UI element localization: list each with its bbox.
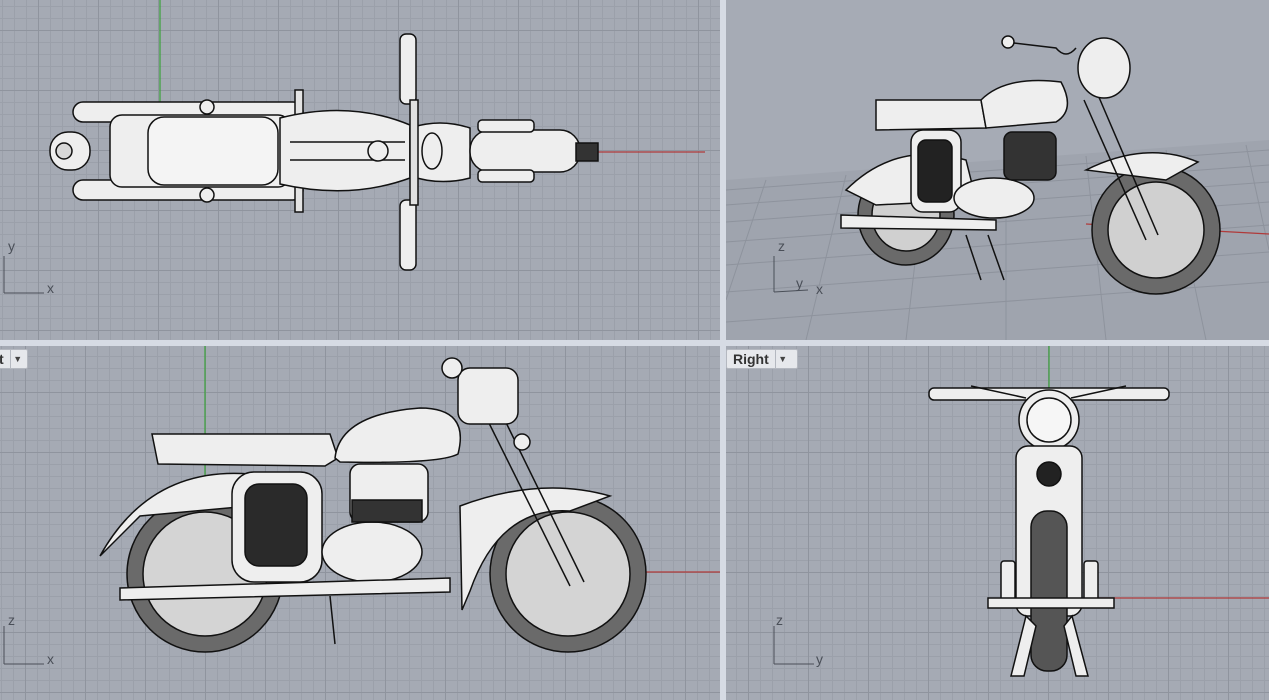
axis-label-y: y — [8, 238, 15, 254]
top-view-canvas — [49, 0, 705, 271]
axis-label-z: z — [8, 612, 15, 628]
axis-gizmo — [3, 626, 44, 665]
dropdown-caret-icon[interactable]: ▼ — [774, 350, 790, 368]
viewport-front[interactable]: t ▼ z x — [0, 346, 720, 700]
axis-label-x: x — [47, 280, 54, 296]
axis-label-y: y — [796, 275, 803, 291]
motorcycle-perspective-model — [840, 35, 1221, 295]
motorcycle-top-model — [49, 33, 599, 271]
axis-label-z: z — [776, 612, 783, 628]
dropdown-caret-icon[interactable]: ▼ — [9, 350, 25, 368]
axis-gizmo — [773, 626, 814, 665]
front-view-canvas — [99, 346, 720, 653]
motorcycle-side-model — [99, 357, 647, 653]
viewport-top[interactable]: y x — [0, 0, 720, 340]
motorcycle-front-model — [928, 385, 1170, 677]
viewport-tab-label: t — [0, 351, 4, 367]
viewport-right[interactable]: Right ▼ z y — [726, 346, 1269, 700]
right-view-canvas — [928, 346, 1269, 677]
axis-label-x: x — [816, 281, 823, 297]
axis-gizmo — [3, 256, 44, 294]
axis-label-y: y — [816, 651, 823, 667]
axis-label-z: z — [778, 238, 785, 254]
viewport-tab-label: Right — [733, 351, 769, 367]
viewport-tab-right[interactable]: Right ▼ — [726, 349, 798, 369]
viewport-perspective[interactable]: z y x — [726, 0, 1269, 340]
perspective-canvas — [726, 35, 1269, 340]
axis-gizmo — [773, 256, 809, 293]
viewport-tab-front[interactable]: t ▼ — [0, 349, 28, 369]
axis-label-x: x — [47, 651, 54, 667]
